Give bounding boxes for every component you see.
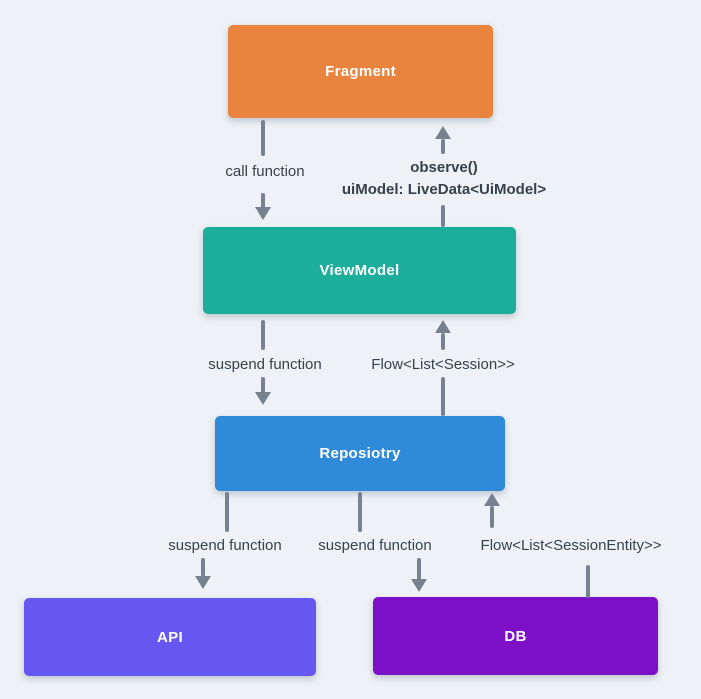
node-db-label: DB — [504, 627, 527, 645]
arrowhead-down-icon — [255, 207, 271, 220]
arrowhead-up-icon — [484, 493, 500, 506]
edge-repository-to-viewmodel-label: Flow<List<Session>> — [371, 356, 515, 373]
node-repository: Reposiotry — [215, 416, 505, 491]
edge-db-to-repository-line-top — [490, 506, 494, 528]
edge-fragment-to-viewmodel-line-bottom — [261, 193, 265, 208]
edge-repository-to-db-label: suspend function — [318, 537, 432, 554]
edge-repository-to-api-line-top — [225, 492, 229, 532]
node-fragment: Fragment — [228, 25, 493, 118]
node-db: DB — [373, 597, 658, 675]
edge-fragment-to-viewmodel-label: call function — [225, 163, 305, 180]
node-api: API — [24, 598, 316, 676]
arrowhead-down-icon — [255, 392, 271, 405]
edge-repository-to-api-line-bottom — [201, 558, 205, 577]
edge-viewmodel-to-fragment-label: observe() uiModel: LiveData<UiModel> — [342, 157, 546, 201]
edge-db-to-repository-label: Flow<List<SessionEntity>> — [480, 537, 662, 554]
edge-viewmodel-to-fragment-line-bottom — [441, 205, 445, 227]
edge-viewmodel-to-fragment-line-top — [441, 139, 445, 154]
node-viewmodel-label: ViewModel — [319, 262, 400, 279]
edge-viewmodel-to-repository-line-bottom — [261, 377, 265, 393]
edge-viewmodel-to-repository-line-top — [261, 320, 265, 350]
edge-viewmodel-to-fragment-label-line1: observe() — [410, 159, 478, 176]
arrowhead-up-icon — [435, 126, 451, 139]
edge-fragment-to-viewmodel-line-top — [261, 120, 265, 156]
edge-repository-to-db-line-bottom — [417, 558, 421, 580]
node-api-label: API — [157, 628, 183, 646]
arrowhead-up-icon — [435, 320, 451, 333]
edge-viewmodel-to-fragment-label-line2: uiModel: LiveData<UiModel> — [341, 181, 547, 198]
edge-repository-to-db-line-top — [358, 492, 362, 532]
arrowhead-down-icon — [195, 576, 211, 589]
node-fragment-label: Fragment — [325, 63, 396, 80]
edge-repository-to-viewmodel-line-bottom — [441, 377, 445, 416]
edge-viewmodel-to-repository-label: suspend function — [208, 356, 322, 373]
edge-repository-to-viewmodel-line-top — [441, 333, 445, 350]
arrowhead-down-icon — [411, 579, 427, 592]
edge-db-to-repository-line-bottom — [586, 565, 590, 598]
edge-repository-to-api-label: suspend function — [168, 537, 282, 554]
node-viewmodel: ViewModel — [203, 227, 516, 314]
node-repository-label: Reposiotry — [319, 445, 401, 462]
